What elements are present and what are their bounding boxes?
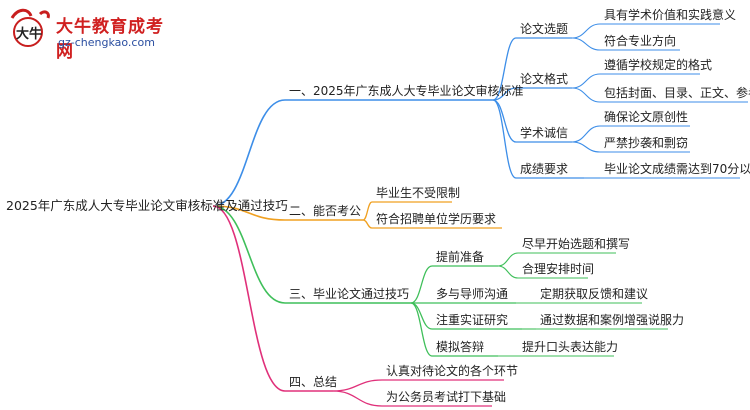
leaf-node: 确保论文原创性 [604, 110, 689, 124]
site-logo[interactable]: 大牛 大牛教育成考网 gz-chengkao.com [4, 6, 164, 62]
leaf-node: 定期获取反馈和建议 [540, 287, 649, 301]
leaf-node: 提升口头表达能力 [522, 340, 619, 354]
leaf-node: 包括封面、目录、正文、参考文献 [604, 86, 750, 100]
leaf-node: 具有学术价值和实践意义 [604, 8, 737, 22]
sub-node: 论文格式 [520, 72, 569, 86]
leaf-node: 尽早开始选题和撰写 [522, 237, 631, 251]
site-title: 大牛教育成考网 [56, 17, 164, 62]
sub-node: 多与导师沟通 [436, 287, 509, 301]
sub-connector [410, 302, 433, 357]
leaf-node: 合理安排时间 [522, 262, 595, 276]
branch-node: 一、2025年广东成人大专毕业论文审核标准 [289, 84, 524, 98]
sub-node: 成绩要求 [520, 162, 569, 176]
sub-node: 符合招聘单位学历要求 [376, 212, 497, 226]
site-url[interactable]: gz-chengkao.com [58, 36, 155, 49]
sub-connector [492, 37, 517, 101]
leaf-node: 通过数据和案例增强说服力 [540, 313, 685, 327]
branch-node: 四、总结 [289, 375, 338, 389]
sub-connector [410, 265, 433, 304]
leaf-connector [571, 23, 601, 39]
sub-node: 模拟答辩 [436, 340, 485, 354]
sub-node: 论文选题 [520, 22, 569, 36]
sub-connector [362, 201, 373, 221]
sub-connector [332, 379, 383, 392]
sub-node: 学术诚信 [520, 126, 569, 140]
branch-node: 三、毕业论文通过技巧 [289, 287, 410, 301]
svg-text:大牛: 大牛 [16, 26, 42, 42]
leaf-node: 严禁抄袭和剽窃 [604, 136, 689, 150]
leaf-node: 符合专业方向 [604, 34, 677, 48]
branch-connector [212, 205, 286, 221]
leaf-connector [571, 125, 601, 143]
sub-node: 提前准备 [436, 250, 485, 264]
leaf-connector [571, 87, 601, 103]
sub-node: 毕业生不受限制 [376, 186, 461, 200]
leaf-connector [497, 265, 519, 279]
root-node: 2025年广东成人大专毕业论文审核标准及通过技巧 [6, 198, 288, 213]
branch-connector [212, 205, 286, 392]
leaf-node: 毕业论文成绩需达到70分以上 [604, 162, 750, 176]
sub-node: 认真对待论文的各个环节 [386, 364, 519, 378]
sub-node: 注重实证研究 [436, 313, 509, 327]
leaf-connector [571, 73, 601, 89]
leaf-connector [497, 252, 519, 267]
sub-connector [410, 302, 433, 330]
branch-connector [212, 205, 286, 304]
bull-logo-icon: 大牛 [10, 8, 50, 47]
branch-connector [212, 99, 286, 207]
leaf-connector [571, 141, 601, 153]
sub-connector [332, 390, 383, 407]
leaf-node: 遵循学校规定的格式 [604, 58, 713, 72]
sub-connector [362, 219, 373, 229]
sub-node: 为公务员考试打下基础 [386, 390, 507, 404]
sub-connector [492, 99, 517, 179]
sub-connector [492, 87, 517, 101]
branch-node: 二、能否考公 [289, 204, 362, 218]
leaf-connector [571, 37, 601, 51]
